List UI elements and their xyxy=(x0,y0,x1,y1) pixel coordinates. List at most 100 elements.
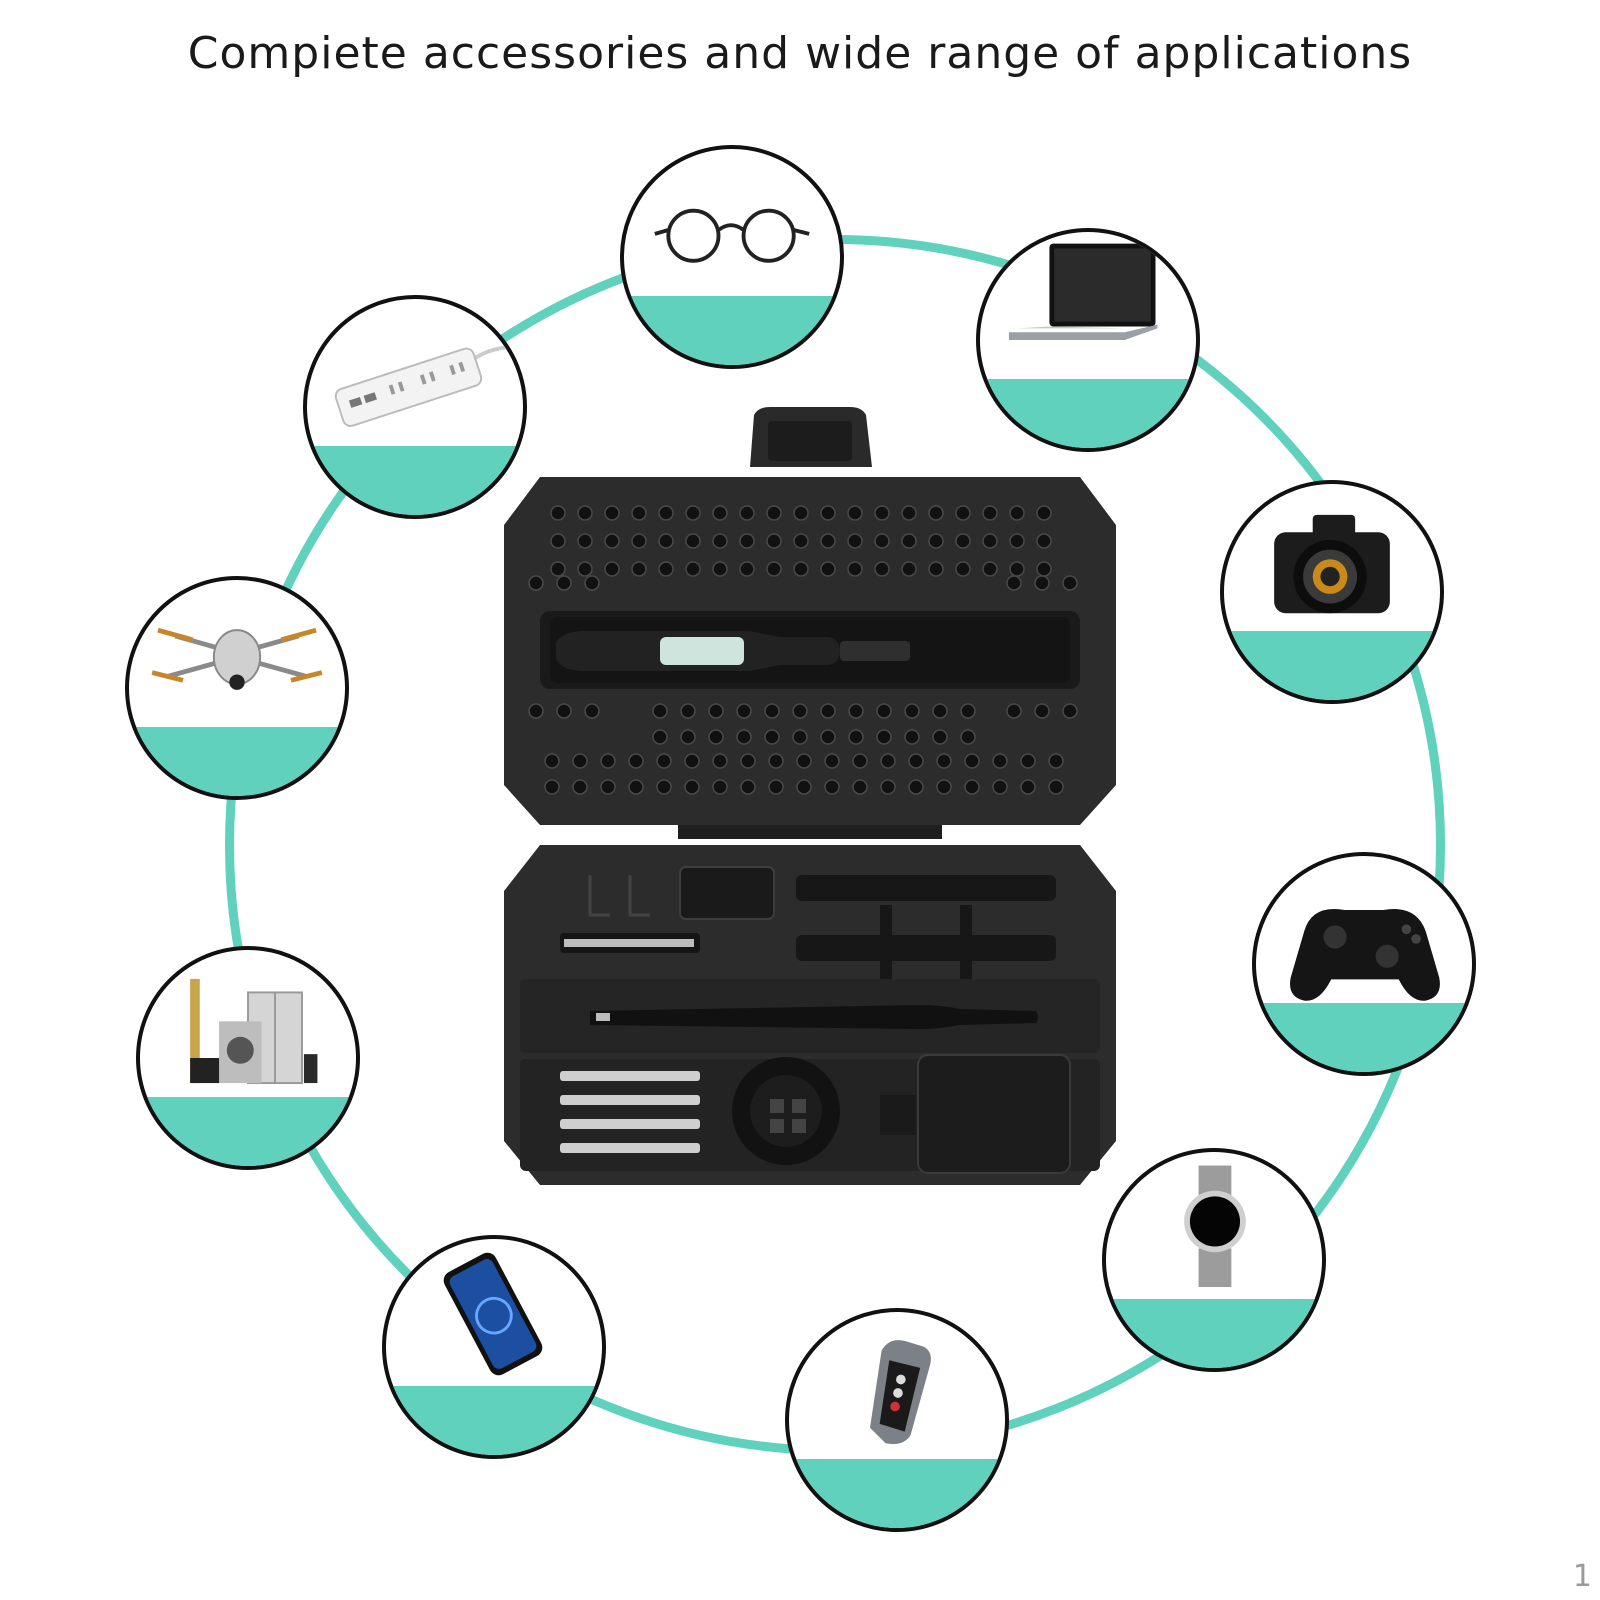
screwdriver-bit xyxy=(550,561,566,577)
screwdriver-bit xyxy=(600,753,616,769)
screwdriver-bit xyxy=(792,729,808,745)
screwdriver-bit xyxy=(584,575,600,591)
accent-band xyxy=(1256,1002,1472,1072)
screwdriver-bit xyxy=(908,779,924,795)
screwdriver-bit xyxy=(796,753,812,769)
screwdriver-bit xyxy=(658,533,674,549)
screwdriver-bit xyxy=(848,703,864,719)
screwdriver-bit xyxy=(604,533,620,549)
screwdriver-bit xyxy=(960,729,976,745)
screwdriver-bit xyxy=(736,729,752,745)
screwdriver-bit xyxy=(874,505,890,521)
screwdriver-bit xyxy=(556,703,572,719)
screwdriver-bit xyxy=(904,703,920,719)
screwdriver-bit xyxy=(904,729,920,745)
screwdriver-bit xyxy=(982,561,998,577)
accent-band xyxy=(1224,630,1440,700)
headline: Compiete accessories and wide range of a… xyxy=(187,28,1413,79)
tray-slots xyxy=(588,875,650,917)
accent-band xyxy=(624,295,840,365)
application-power-strip xyxy=(303,295,527,519)
screwdriver-bit xyxy=(712,561,728,577)
accent-band xyxy=(1106,1298,1322,1368)
application-gamepad xyxy=(1252,852,1476,1076)
storage-box xyxy=(917,1054,1071,1174)
screwdriver-bit xyxy=(604,505,620,521)
screwdriver-bit xyxy=(739,533,755,549)
screwdriver-bit xyxy=(768,779,784,795)
application-watch xyxy=(1102,1148,1326,1372)
accent-band xyxy=(140,1096,356,1166)
screwdriver-bit xyxy=(955,533,971,549)
screwdriver-bit xyxy=(793,505,809,521)
screwdriver-bit xyxy=(1020,779,1036,795)
screwdriver-bit xyxy=(820,729,836,745)
screwdriver-bit xyxy=(876,729,892,745)
screwdriver-bit xyxy=(712,505,728,521)
screwdriver-bit xyxy=(1034,703,1050,719)
screwdriver-bit xyxy=(1062,575,1078,591)
tool-case xyxy=(500,405,1120,1205)
screwdriver-bit xyxy=(577,561,593,577)
screwdriver-bit xyxy=(1036,533,1052,549)
power-strip-icon xyxy=(334,345,514,427)
screwdriver-bit xyxy=(824,753,840,769)
screwdriver-bit xyxy=(1009,505,1025,521)
screwdriver-bit xyxy=(685,505,701,521)
accent-band xyxy=(980,378,1196,448)
screwdriver-bit xyxy=(793,533,809,549)
screwdriver-bit xyxy=(824,779,840,795)
screwdriver-bit xyxy=(932,703,948,719)
screwdriver-bit xyxy=(685,533,701,549)
screwdriver-bit xyxy=(796,779,812,795)
screwdriver-bit xyxy=(740,779,756,795)
screwdriver-bit xyxy=(577,505,593,521)
screwdriver-bit xyxy=(764,729,780,745)
accent-band xyxy=(307,445,523,515)
screwdriver-bit xyxy=(876,703,892,719)
screwdriver-bit xyxy=(848,729,864,745)
screwdriver-bit xyxy=(982,505,998,521)
screwdriver-bit xyxy=(766,561,782,577)
screwdriver-bit xyxy=(901,505,917,521)
camera-icon xyxy=(1274,514,1390,614)
screwdriver-bit xyxy=(584,703,600,719)
screwdriver-bit xyxy=(740,753,756,769)
screwdriver-bit xyxy=(1009,561,1025,577)
screwdriver-bit xyxy=(880,779,896,795)
accent-band xyxy=(386,1385,602,1455)
screwdriver-bit xyxy=(550,533,566,549)
screwdriver-bit xyxy=(1048,779,1064,795)
screwdriver-bit xyxy=(764,703,780,719)
screwdriver-bit xyxy=(852,753,868,769)
screwdriver-bit xyxy=(572,779,588,795)
screwdriver-bit xyxy=(652,703,668,719)
screwdriver-bit xyxy=(982,533,998,549)
screwdriver-bit xyxy=(680,729,696,745)
watch-icon xyxy=(1184,1165,1246,1287)
screwdriver-bit xyxy=(631,561,647,577)
screwdriver-bit xyxy=(936,753,952,769)
screwdriver-bit xyxy=(631,533,647,549)
application-car-key xyxy=(785,1308,1009,1532)
screwdriver-bit xyxy=(908,753,924,769)
screwdriver-bit xyxy=(1036,505,1052,521)
screwdriver-bit xyxy=(1020,753,1036,769)
screwdriver-bit xyxy=(880,753,896,769)
screwdriver-bit xyxy=(901,533,917,549)
screwdriver-bit xyxy=(656,753,672,769)
bit-tray-top xyxy=(528,505,1078,591)
screwdriver-bit xyxy=(656,779,672,795)
screwdriver-bit xyxy=(684,779,700,795)
bit-tray-bottom xyxy=(528,703,1078,795)
precision-bits-set xyxy=(560,1071,700,1153)
accent-band xyxy=(129,726,345,796)
extension-shaft xyxy=(564,939,694,947)
screwdriver-bit xyxy=(556,575,572,591)
screwdriver-bit xyxy=(708,729,724,745)
screwdriver-bit xyxy=(992,779,1008,795)
screwdriver-bit xyxy=(820,561,836,577)
screwdriver-bit xyxy=(820,505,836,521)
screwdriver-bit xyxy=(631,505,647,521)
application-drone xyxy=(125,576,349,800)
